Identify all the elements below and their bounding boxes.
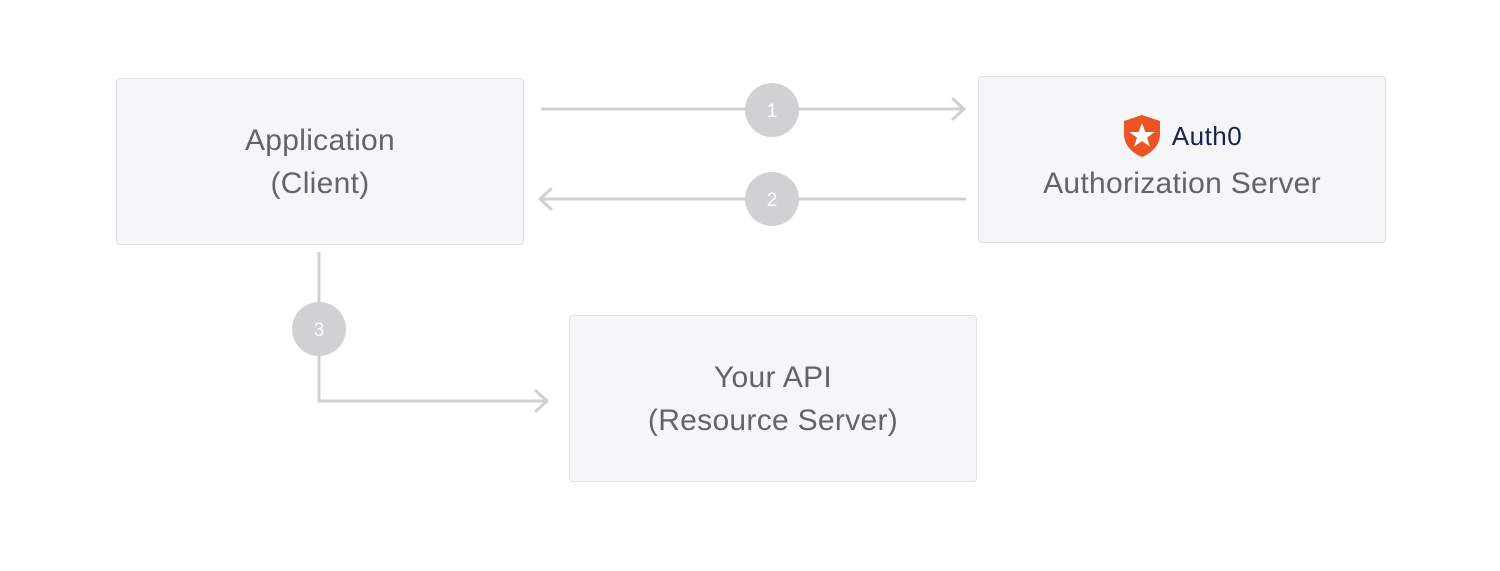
step-2-badge: [745, 172, 799, 226]
client-title: Application: [244, 123, 396, 157]
arrow-step-3: 3: [292, 252, 549, 413]
auth-server-label: Authorization Server: [1043, 167, 1321, 200]
application-client-box: Application (Client): [116, 78, 524, 245]
auth0-brand: Auth0: [1122, 114, 1242, 158]
step-3-label: 3: [314, 320, 325, 341]
api-subtitle: (Resource Server): [647, 403, 899, 437]
client-subtitle: (Client): [270, 166, 370, 200]
arrow-step-2: 2: [538, 172, 966, 226]
resource-server-box: Your API (Resource Server): [569, 315, 977, 482]
auth0-shield-star-icon: [1123, 115, 1160, 157]
step-1-badge: [745, 83, 799, 137]
brand-name: Auth0: [1171, 121, 1243, 151]
step-3-badge: [292, 302, 346, 356]
api-title: Your API: [713, 360, 833, 394]
authorization-server-box: Auth0 Authorization Server: [978, 76, 1386, 243]
step-2-label: 2: [767, 190, 778, 211]
step-1-label: 1: [767, 101, 778, 122]
arrow-step-1: 1: [541, 83, 966, 137]
